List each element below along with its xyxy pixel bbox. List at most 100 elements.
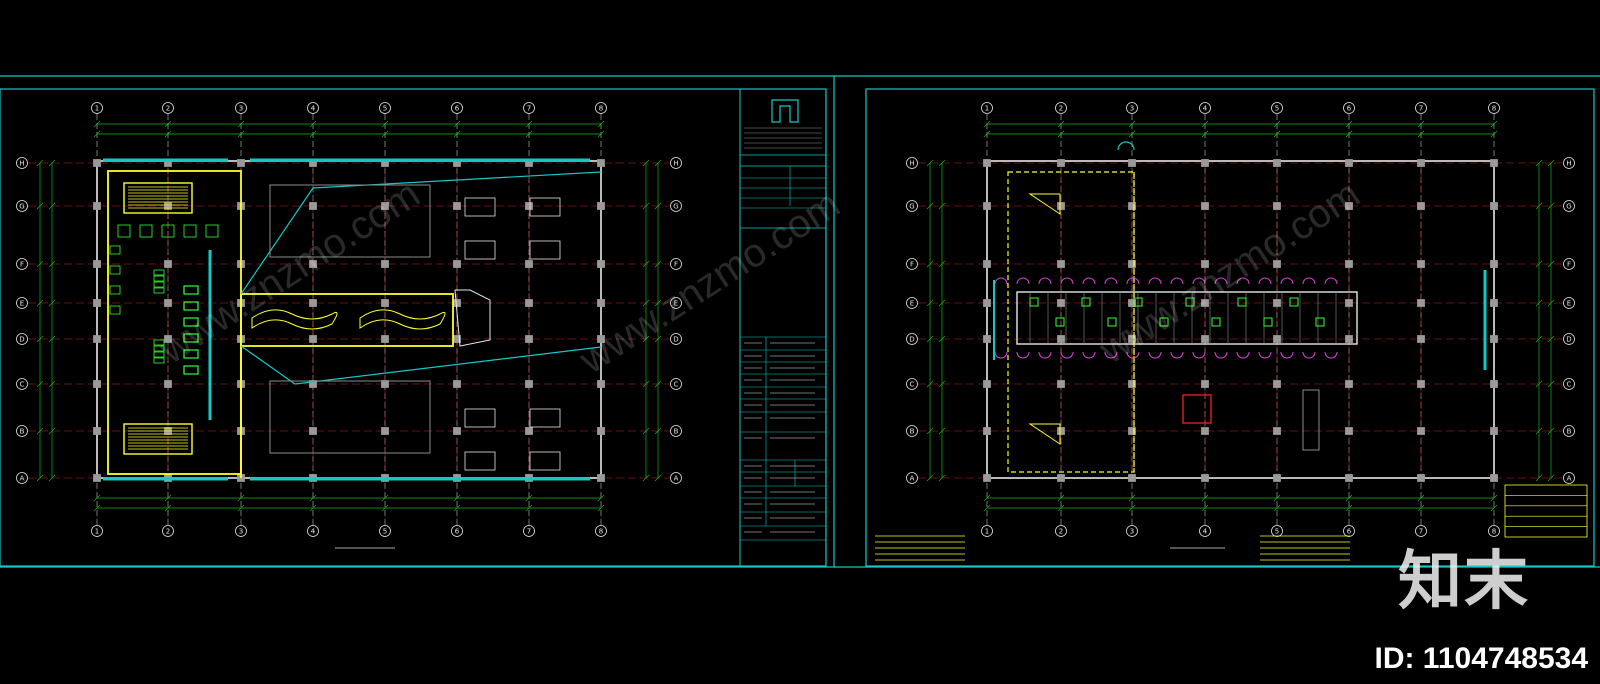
right-dim-tick xyxy=(1417,120,1425,128)
right-column xyxy=(983,260,991,268)
left-column xyxy=(597,299,605,307)
right-axis-bubble xyxy=(981,102,993,114)
left-axis-label: F xyxy=(20,261,24,269)
left-axis-bubble xyxy=(235,525,247,537)
right-axis-bubble xyxy=(1563,333,1575,345)
left-column xyxy=(164,299,172,307)
right-door-swing-bottom xyxy=(1038,351,1052,359)
left-dim-tick xyxy=(36,427,44,435)
left-fixture xyxy=(153,345,165,352)
right-axis-bubble xyxy=(906,157,918,169)
right-column xyxy=(1128,335,1136,343)
right-column xyxy=(1345,159,1353,167)
left-axis-label: H xyxy=(19,160,24,168)
right-dim-tick xyxy=(1547,427,1555,435)
left-room-bottom xyxy=(269,380,431,454)
left-dim-tick xyxy=(36,260,44,268)
right-axis-bubble xyxy=(1126,102,1138,114)
right-axis-bubble xyxy=(1199,525,1211,537)
right-stair-symbol xyxy=(1028,423,1061,445)
left-dim-tick xyxy=(654,159,662,167)
right-column xyxy=(1201,202,1209,210)
left-bench-ribbon xyxy=(251,309,338,330)
right-sheet-border xyxy=(865,88,1595,567)
right-dim-tick xyxy=(1547,202,1555,210)
right-axis-label: B xyxy=(910,428,915,436)
left-dim-tick xyxy=(453,504,461,512)
right-door-swing-bottom xyxy=(1104,351,1118,359)
left-axis-label: F xyxy=(674,261,678,269)
right-column xyxy=(1273,202,1281,210)
right-dim-tick xyxy=(1417,130,1425,138)
right-column xyxy=(983,202,991,210)
right-fixture xyxy=(1237,297,1247,307)
left-table xyxy=(464,451,496,471)
right-column xyxy=(1201,335,1209,343)
left-axis-bubble xyxy=(670,378,682,390)
right-column xyxy=(1273,474,1281,482)
left-column xyxy=(597,335,605,343)
left-chair xyxy=(205,224,219,238)
right-door-swing-top xyxy=(1170,277,1184,285)
right-axis-label: A xyxy=(1567,475,1572,483)
right-axis-label: E xyxy=(1567,300,1571,308)
right-axis-bubble xyxy=(1055,525,1067,537)
right-axis-bubble xyxy=(1271,525,1283,537)
right-column xyxy=(1345,299,1353,307)
left-axis-bubble xyxy=(16,200,28,212)
left-dim-tick xyxy=(642,299,650,307)
right-column xyxy=(1201,474,1209,482)
left-dim-tick xyxy=(164,494,172,502)
right-column xyxy=(1273,380,1281,388)
left-axis-label: 2 xyxy=(166,105,170,113)
right-door-swing-bottom xyxy=(1236,351,1250,359)
left-axis-label: E xyxy=(674,300,678,308)
left-axis-bubble xyxy=(162,102,174,114)
left-glass-diagonal xyxy=(240,345,296,385)
right-axis-bubble xyxy=(1563,297,1575,309)
left-equipment xyxy=(183,333,199,343)
left-axis-label: 8 xyxy=(599,105,603,113)
right-axis-bubble xyxy=(1126,525,1138,537)
right-column xyxy=(1490,427,1498,435)
left-axis-bubble xyxy=(307,102,319,114)
left-column xyxy=(453,427,461,435)
right-axis-label: D xyxy=(1566,336,1571,344)
left-axis-label: A xyxy=(674,475,679,483)
right-fixture xyxy=(1081,297,1091,307)
right-column xyxy=(983,159,991,167)
left-axis-bubble xyxy=(670,472,682,484)
right-door-swing-top xyxy=(1038,277,1052,285)
left-column xyxy=(93,380,101,388)
right-dim-tick xyxy=(1490,120,1498,128)
left-fixture xyxy=(153,339,165,346)
left-dim-tick xyxy=(642,474,650,482)
left-column xyxy=(525,299,533,307)
right-axis-label: 5 xyxy=(1275,528,1279,536)
left-room-top xyxy=(269,184,431,258)
left-dim-tick xyxy=(525,120,533,128)
left-column xyxy=(93,299,101,307)
left-dim-tick xyxy=(642,335,650,343)
left-axis-label: 5 xyxy=(383,528,387,536)
right-axis-label: 3 xyxy=(1130,528,1134,536)
left-glass-diagonal xyxy=(294,346,602,385)
right-column xyxy=(1128,202,1136,210)
left-axis-label: A xyxy=(20,475,25,483)
left-column xyxy=(381,202,389,210)
left-dim-tick xyxy=(453,130,461,138)
left-column xyxy=(525,335,533,343)
left-fixture xyxy=(153,287,165,294)
right-dim-tick xyxy=(938,474,946,482)
left-column xyxy=(381,299,389,307)
left-stair-top xyxy=(123,182,193,214)
left-axis-bubble xyxy=(670,200,682,212)
left-dim-tick xyxy=(654,299,662,307)
right-door-swing-top xyxy=(1258,277,1272,285)
right-dim-tick xyxy=(1201,504,1209,512)
left-axis-bubble xyxy=(523,102,535,114)
right-dim-tick xyxy=(1128,120,1136,128)
left-dim-tick xyxy=(48,260,56,268)
left-dim-tick xyxy=(654,427,662,435)
